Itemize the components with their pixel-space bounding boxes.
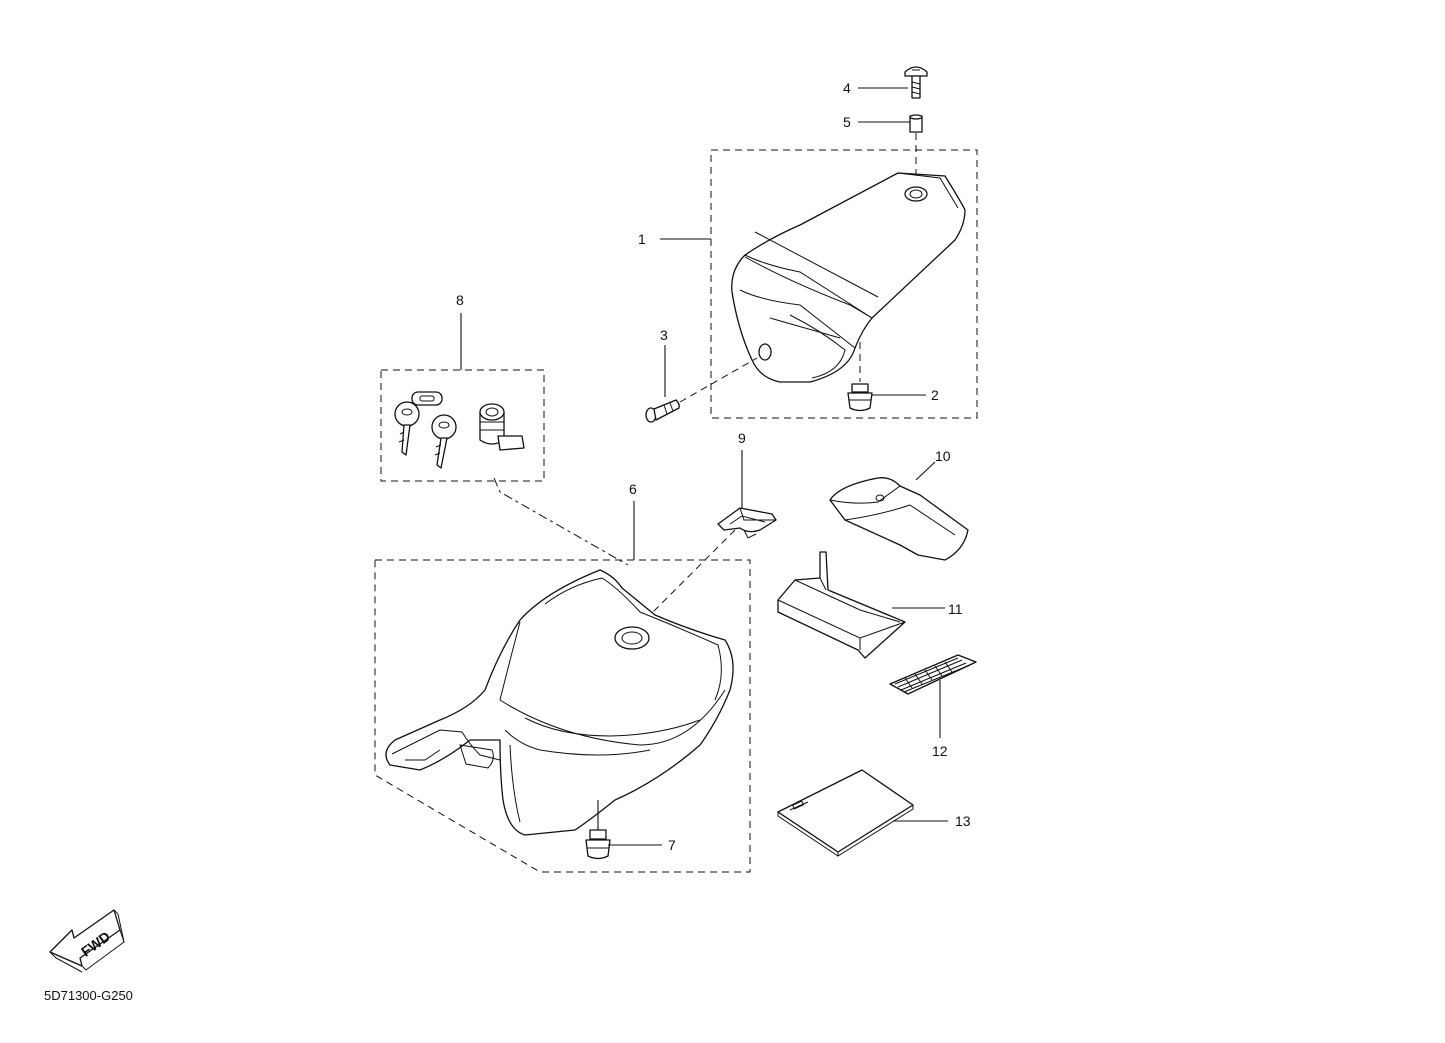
part-8-lock-cylinder (479, 403, 525, 451)
part-10-storage-bag (829, 477, 969, 561)
part-7-damper (585, 829, 611, 860)
callout-8: 8 (456, 292, 464, 308)
callout-6: 6 (629, 481, 637, 497)
part-2-damper (847, 383, 873, 412)
group-box-1 (710, 149, 978, 419)
part-12-tool-kit (889, 654, 977, 695)
group-box-6 (374, 559, 751, 873)
part-4-bolt (904, 66, 928, 99)
callout-5: 5 (843, 114, 851, 130)
part-5-collar (909, 114, 923, 133)
assembly-line-9 (644, 529, 736, 621)
callout-10: 10 (935, 448, 951, 464)
callout-3: 3 (660, 327, 668, 343)
part-3-bolt (645, 399, 680, 423)
callout-4: 4 (843, 80, 851, 96)
callout-13: 13 (955, 813, 971, 829)
part-11-tray (777, 551, 906, 659)
part-8-keys (394, 391, 457, 469)
part-9-clip (717, 507, 777, 539)
callout-1: 1 (638, 231, 646, 247)
leader-10 (915, 461, 936, 481)
callout-11: 11 (948, 601, 963, 617)
part-13-owners-manual (777, 769, 914, 857)
group-box-8 (380, 369, 545, 482)
callout-7: 7 (668, 837, 676, 853)
callout-2: 2 (931, 387, 939, 403)
part-1-rear-seat (731, 172, 966, 383)
drawing-code: 5D71300-G250 (44, 988, 133, 1003)
callout-12: 12 (932, 743, 948, 759)
assembly-line-3 (679, 357, 758, 403)
assembly-line-8 (493, 477, 629, 566)
callout-9: 9 (738, 430, 746, 446)
fwd-arrow-icon (49, 909, 125, 973)
part-6-front-seat (385, 569, 734, 836)
